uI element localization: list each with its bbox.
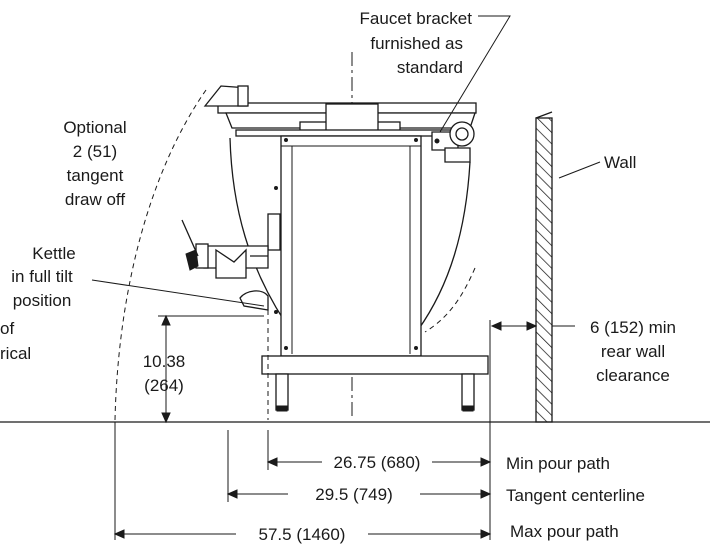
drawoff-line1: Optional	[63, 118, 126, 137]
label-height: 10.38 (264)	[143, 352, 186, 395]
dim-tangent-value: 29.5 (749)	[315, 485, 393, 504]
cut-left-line2: rical	[0, 344, 31, 363]
draw-off-valve	[181, 213, 281, 279]
faucet-bracket-line1: Faucet bracket	[360, 9, 473, 28]
label-optional-drawoff: Optional 2 (51) tangent draw off	[63, 118, 126, 209]
drawoff-line3: tangent	[67, 166, 124, 185]
rear-clearance-dimension	[490, 321, 575, 331]
dim-max-pour-name: Max pour path	[510, 522, 619, 541]
tilt-arc-left	[114, 89, 207, 421]
dim-min-pour-name: Min pour path	[506, 454, 610, 473]
clearance-line3: clearance	[596, 366, 670, 385]
kettle-tilt-line1: Kettle	[32, 244, 75, 263]
label-rear-clearance: 6 (152) min rear wall clearance	[590, 318, 676, 385]
tilted-kettle-rim	[203, 85, 249, 107]
cut-left-line1: of	[0, 319, 14, 338]
height-dimension	[158, 314, 264, 424]
kettle-tilt-line3: position	[13, 291, 72, 310]
label-faucet-bracket: Faucet bracket furnished as standard	[360, 9, 473, 77]
clearance-line1: 6 (152) min	[590, 318, 676, 337]
kettle-bowl	[229, 137, 471, 331]
label-cut-left: of rical	[0, 319, 31, 363]
drawoff-line4: draw off	[65, 190, 125, 209]
tilt-spout	[239, 290, 269, 311]
pour-path-dimensions	[113, 320, 492, 540]
kettle-lid	[217, 102, 477, 137]
kettle-base	[261, 355, 489, 412]
faucet-bracket	[431, 121, 475, 163]
rear-wall	[535, 111, 553, 423]
dim-max-pour-value: 57.5 (1460)	[259, 525, 346, 544]
dim-tangent-name: Tangent centerline	[506, 486, 645, 505]
clearance-line2: rear wall	[601, 342, 665, 361]
dim-min-pour-value: 26.75 (680)	[334, 453, 421, 472]
kettle-frame	[274, 135, 422, 357]
label-wall: Wall	[604, 153, 636, 172]
drawoff-line2: 2 (51)	[73, 142, 117, 161]
kettle-tilt-line2: in full tilt	[11, 267, 73, 286]
faucet-bracket-line3: standard	[397, 58, 463, 77]
faucet-bracket-line2: furnished as	[370, 34, 463, 53]
height-mm: (264)	[144, 376, 184, 395]
height-inches: 10.38	[143, 352, 186, 371]
leader-lines	[91, 15, 601, 307]
tilt-arc-right	[424, 267, 476, 333]
label-kettle-tilt: Kettle in full tilt position	[11, 244, 75, 310]
